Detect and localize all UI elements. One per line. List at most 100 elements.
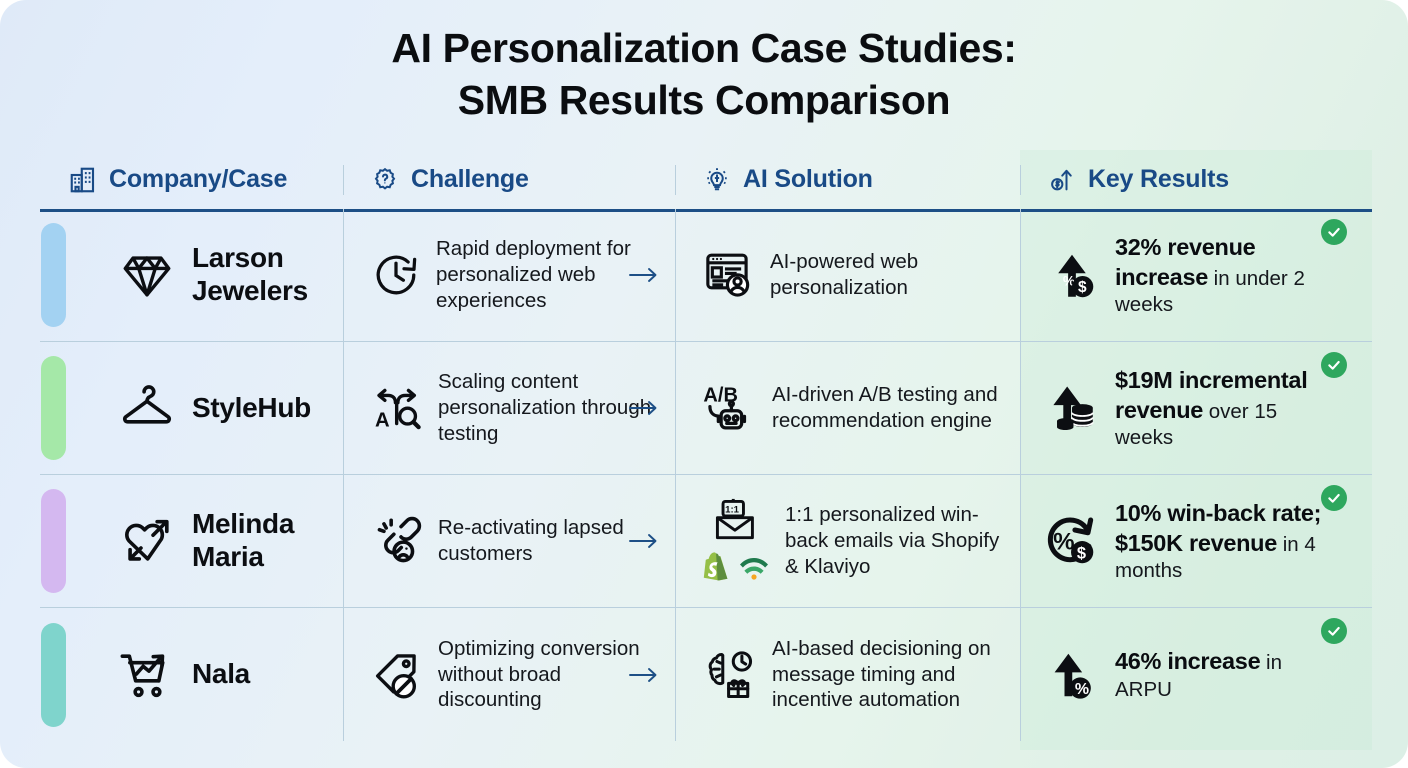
- company-name: Larson Jewelers: [192, 242, 308, 306]
- header-divider: [40, 209, 1372, 212]
- cell-results: % 46% increase in ARPU: [1020, 608, 1372, 741]
- challenge-text: Re-activating lapsed customers: [438, 516, 624, 565]
- company-name: Melinda Maria: [192, 508, 295, 572]
- one-to-one-envelope-icon: 1:1: [712, 496, 762, 546]
- challenge-text: Scaling content personalization through …: [438, 370, 652, 445]
- column-header-challenge: Challenge: [343, 164, 675, 195]
- result-text: 46% increase in ARPU: [1115, 646, 1332, 702]
- table-header-row: Company/Case Challenge: [40, 150, 1372, 209]
- heart-arrow-icon: [118, 512, 176, 570]
- cell-company: Melinda Maria: [40, 475, 343, 607]
- verified-check-icon: [1321, 618, 1347, 644]
- table-row: StyleHub A Scaling content persona: [40, 342, 1372, 475]
- cell-challenge: Re-activating lapsed customers: [343, 475, 675, 607]
- percent-dollar-return-icon: % $: [1043, 512, 1101, 570]
- result-text: $19M incremental revenue over 15 weeks: [1115, 365, 1332, 452]
- arrow-right-icon: [627, 398, 661, 418]
- row-accent-bar: [41, 622, 66, 727]
- arrow-right-icon: [627, 665, 661, 685]
- svg-text:$: $: [1078, 279, 1087, 296]
- up-arrow-percent-icon: %: [1043, 646, 1101, 704]
- result-detail: in under 2 weeks: [1115, 266, 1305, 317]
- row-accent-bar: [41, 356, 66, 460]
- result-text: 32% revenue increase in under 2 weeks: [1115, 232, 1332, 319]
- building-icon: [68, 165, 98, 195]
- up-arrow-coins-icon: [1043, 379, 1101, 437]
- result-detail: in ARPU: [1115, 651, 1282, 701]
- column-header-results-label: Key Results: [1088, 165, 1229, 193]
- challenge-text: Rapid deployment for personalized web ex…: [436, 237, 631, 312]
- result-headline: $19M incremental revenue: [1115, 366, 1308, 423]
- cell-solution: A/B AI-driven A/B testing and recommenda…: [675, 342, 1020, 474]
- column-header-solution-label: AI Solution: [743, 165, 873, 193]
- solution-icon-group: 1:1: [702, 496, 771, 587]
- result-headline: 10% win-back rate; $150K revenue: [1115, 499, 1322, 556]
- row-accent-bar: [41, 489, 66, 593]
- cell-solution: AI-powered web personalization: [675, 209, 1020, 341]
- shopping-cart-trend-icon: [118, 646, 176, 704]
- solution-text: AI-powered web personalization: [770, 250, 919, 299]
- svg-text:%: %: [1063, 274, 1075, 289]
- arrow-right-icon: [627, 531, 661, 551]
- cell-company: Larson Jewelers: [40, 209, 343, 341]
- column-header-challenge-label: Challenge: [411, 165, 529, 193]
- shopify-logo: [702, 551, 729, 587]
- verified-check-icon: [1321, 485, 1347, 511]
- column-header-solution: AI Solution: [675, 164, 1020, 195]
- table-row: Melinda Maria Re-act: [40, 475, 1372, 608]
- row-accent-bar: [41, 223, 66, 327]
- svg-text:1:1: 1:1: [725, 504, 740, 515]
- company-name: StyleHub: [192, 391, 311, 423]
- challenge-text: Optimizing conversion without broad disc…: [438, 636, 640, 712]
- column-header-company-label: Company/Case: [109, 165, 288, 193]
- verified-check-icon: [1321, 219, 1347, 245]
- result-headline: 32% revenue increase: [1115, 233, 1256, 290]
- clothes-hanger-icon: [118, 379, 176, 437]
- solution-text: 1:1 personalized win-back emails via Sho…: [785, 503, 1000, 578]
- gear-question-icon: [370, 165, 400, 195]
- company-name: Nala: [192, 658, 250, 690]
- cell-solution: AI-based decisioning on message timing a…: [675, 608, 1020, 741]
- broken-link-sad-face-icon: [370, 514, 424, 568]
- solution-text: AI-based decisioning on message timing a…: [772, 636, 991, 712]
- dollar-growth-arrow-icon: [1047, 165, 1077, 195]
- page-title: AI Personalization Case Studies: SMB Res…: [0, 0, 1408, 127]
- title-line-1: AI Personalization Case Studies:: [391, 25, 1017, 71]
- solution-logo-row: [702, 551, 771, 587]
- clock-rotate-icon: [370, 249, 422, 301]
- cell-challenge: A Scaling content personalization throug…: [343, 342, 675, 474]
- comparison-table: Company/Case Challenge: [40, 150, 1372, 750]
- result-detail: over 15 weeks: [1115, 399, 1278, 450]
- verified-check-icon: [1321, 352, 1347, 378]
- cell-company: Nala: [40, 608, 343, 741]
- title-line-2: SMB Results Comparison: [457, 77, 951, 124]
- ab-robot-icon: A/B: [702, 380, 758, 436]
- lightbulb-idea-icon: [702, 165, 732, 195]
- cell-challenge: Rapid deployment for personalized web ex…: [343, 209, 675, 341]
- result-detail: in 4 months: [1115, 532, 1316, 583]
- arrow-right-icon: [627, 265, 661, 285]
- svg-text:A: A: [375, 410, 390, 432]
- svg-text:%: %: [1053, 529, 1074, 556]
- cell-results: $19M incremental revenue over 15 weeks: [1020, 342, 1372, 474]
- table-row: Larson Jewelers Rapid deployment for per…: [40, 209, 1372, 342]
- result-text: 10% win-back rate; $150K revenue in 4 mo…: [1115, 498, 1332, 585]
- cell-results: % $ 32% revenue increase in under 2 week…: [1020, 209, 1372, 341]
- brain-clock-gift-icon: [702, 647, 758, 703]
- price-tag-no-discount-icon: [370, 648, 424, 702]
- column-header-results: Key Results: [1020, 164, 1372, 195]
- svg-text:%: %: [1075, 680, 1089, 697]
- svg-text:$: $: [1077, 544, 1086, 562]
- cell-company: StyleHub: [40, 342, 343, 474]
- cell-challenge: Optimizing conversion without broad disc…: [343, 608, 675, 741]
- klaviyo-logo: [737, 552, 771, 587]
- result-headline: 46% increase: [1115, 648, 1261, 675]
- cell-results: % $ 10% win-back rate; $150K revenue in …: [1020, 475, 1372, 607]
- up-arrow-percent-dollar-icon: % $: [1043, 246, 1101, 304]
- column-header-company: Company/Case: [40, 165, 343, 195]
- web-page-user-icon: [702, 248, 756, 302]
- cell-solution: 1:1: [675, 475, 1020, 607]
- ab-test-search-icon: A: [370, 381, 424, 435]
- solution-text: AI-driven A/B testing and recommendation…: [772, 383, 998, 432]
